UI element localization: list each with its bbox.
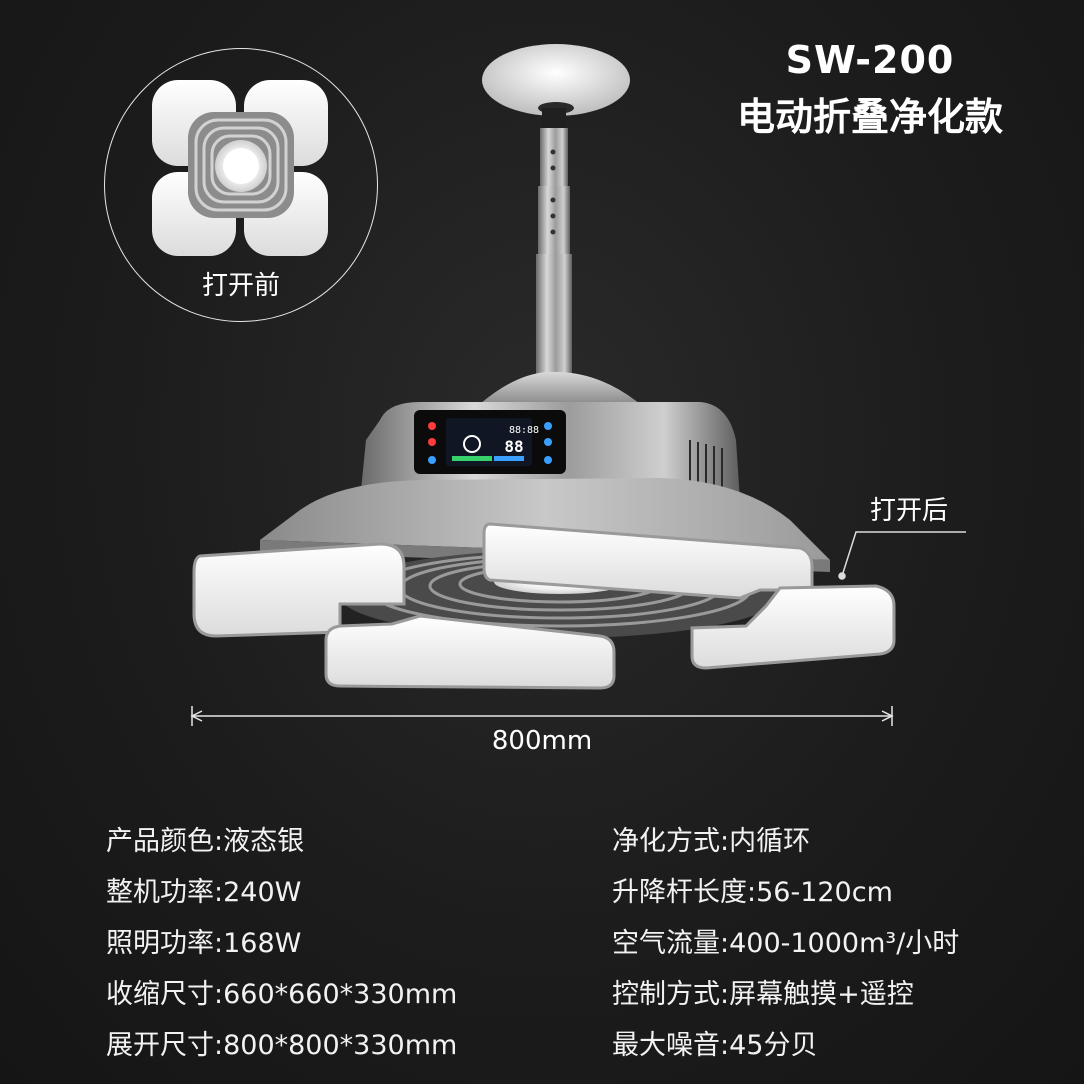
spec-max-noise: 最大噪音:45分贝 <box>612 1030 818 1061</box>
spec-pole-length: 升降杆长度:56-120cm <box>612 877 893 908</box>
spec-list-left: 产品颜色:液态银 整机功率:240W 照明功率:168W 收缩尺寸:660*66… <box>106 816 457 1071</box>
spec-open-size: 展开尺寸:800*800*330mm <box>106 1030 458 1061</box>
callout-line <box>838 531 966 580</box>
after-open-label: 打开后 <box>870 496 949 526</box>
spec-color: 产品颜色:液态银 <box>106 826 305 857</box>
control-panel <box>414 410 566 474</box>
display-digits-main: 88 <box>504 437 523 456</box>
spec-airflow: 空气流量:400-1000m³/小时 <box>612 928 960 959</box>
spec-lighting-power: 照明功率:168W <box>106 928 302 959</box>
base-tray <box>260 478 830 572</box>
ceiling-cap <box>482 44 630 116</box>
display-digits-top: 88:88 <box>509 425 539 436</box>
spec-folded-size: 收缩尺寸:660*660*330mm <box>106 979 458 1010</box>
fan-grille <box>338 550 782 638</box>
spec-total-power: 整机功率:240W <box>106 877 302 908</box>
main-housing <box>360 402 740 500</box>
inset-circle <box>104 48 378 322</box>
product-subtitle: 电动折叠净化款 <box>736 95 1003 139</box>
spec-purification-mode: 净化方式:内循环 <box>612 826 811 857</box>
width-dimension-label: 800mm <box>491 726 593 756</box>
model-title: SW-200 <box>785 38 955 82</box>
width-dimension-line <box>190 706 894 726</box>
telescopic-pole <box>536 108 572 376</box>
spec-control-mode: 控制方式:屏幕触摸+遥控 <box>612 979 914 1010</box>
before-open-label: 打开前 <box>201 271 280 301</box>
open-light-panels <box>192 522 896 690</box>
spec-list-right: 净化方式:内循环 升降杆长度:56-120cm 空气流量:400-1000m³/… <box>612 816 959 1071</box>
